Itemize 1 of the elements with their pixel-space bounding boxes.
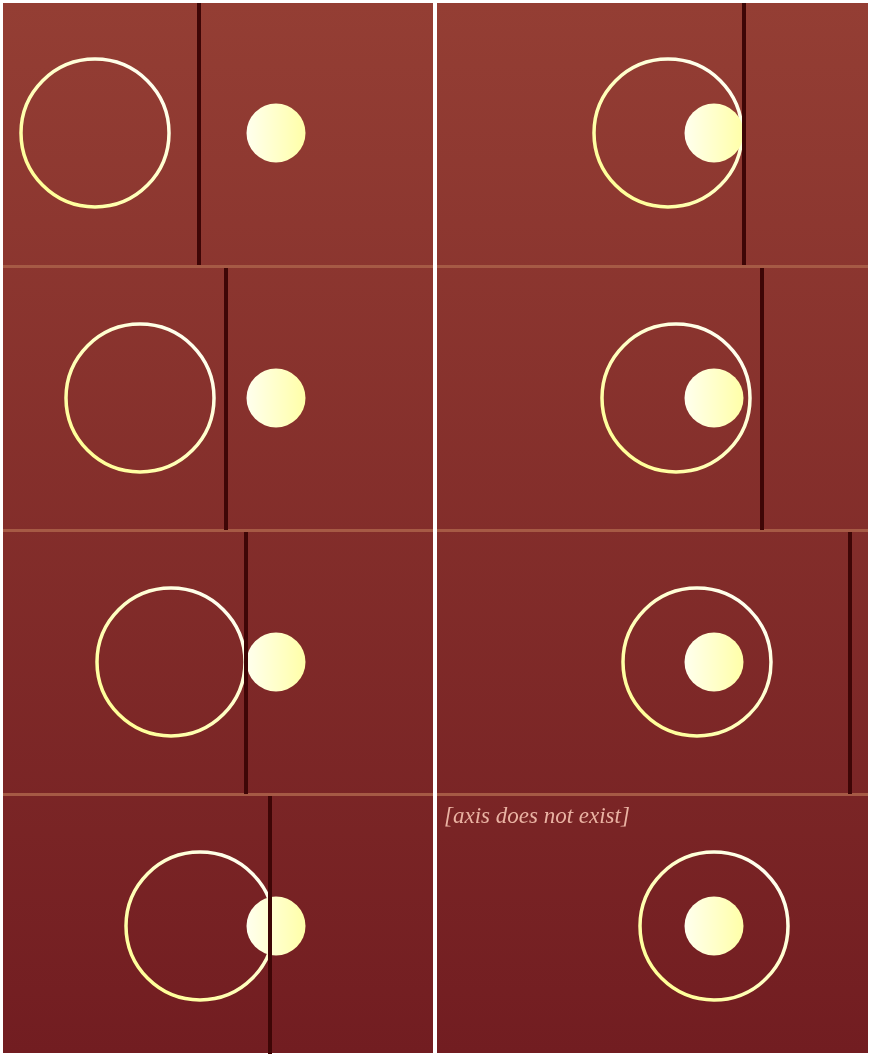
note-text: [axis does not exist]	[444, 802, 630, 830]
